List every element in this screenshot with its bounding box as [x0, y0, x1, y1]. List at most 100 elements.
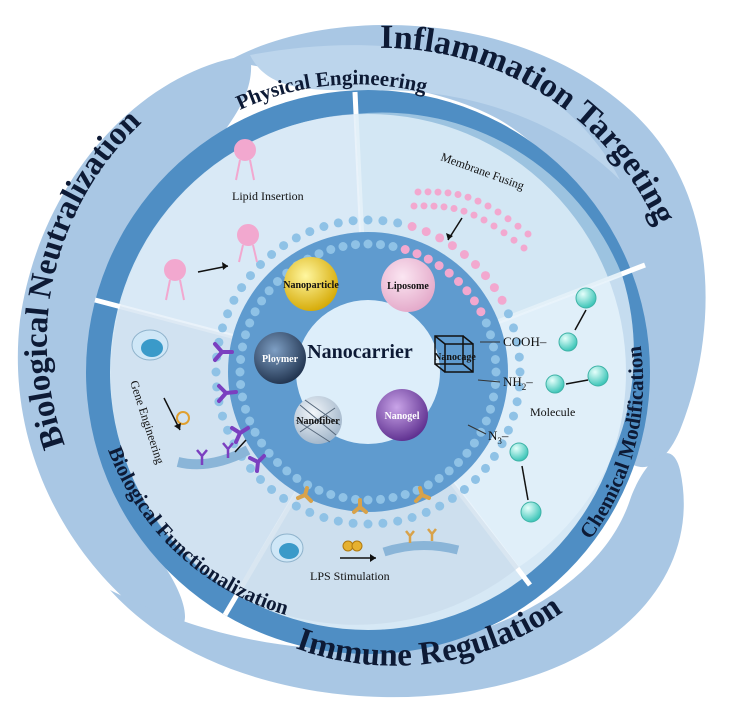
nanofiber-label: Nanofiber	[296, 416, 340, 427]
lipid-head	[314, 485, 324, 495]
lipid-head	[291, 233, 301, 243]
lipid-head	[434, 473, 444, 483]
lipid-head	[319, 513, 329, 522]
membrane-lipid-head	[510, 236, 518, 244]
lipid-head	[282, 466, 292, 476]
lipid-head	[338, 493, 348, 502]
lipid-head	[476, 427, 486, 437]
lipid-head	[246, 271, 255, 281]
lipid-head	[211, 367, 221, 377]
lipid-head	[421, 507, 431, 517]
n3-label: N3–	[488, 428, 509, 446]
membrane-lipid-head	[500, 229, 508, 237]
nanogel-icon	[376, 389, 428, 441]
molecule-spheres	[509, 287, 609, 523]
lipid-head	[305, 227, 315, 237]
chemical-groups: COOH– NH2– N3–	[488, 334, 547, 446]
nanofiber-icon	[294, 396, 342, 444]
membrane-lipid-head	[514, 222, 522, 230]
lipid-head	[256, 475, 265, 484]
lipid-head	[236, 380, 246, 389]
receptor-icons	[213, 342, 266, 473]
lps-stimulation-label: LPS Stimulation	[310, 569, 390, 583]
lipid-head	[338, 242, 348, 251]
lipid-head	[489, 451, 499, 461]
lipid-head	[462, 448, 472, 458]
lipid-head	[376, 240, 385, 250]
lipid-head	[400, 490, 410, 499]
lipid-head	[503, 309, 513, 319]
cooh-label: COOH–	[503, 334, 547, 349]
lipid-head	[326, 490, 336, 499]
gene-arrow-2	[234, 439, 247, 453]
lipid-head	[400, 245, 410, 254]
lipid-head	[363, 519, 373, 529]
membrane-lipid-head	[410, 202, 418, 210]
lipid-head	[447, 493, 457, 503]
nanocarrier-items: Nanoparticle Liposome Ploymer Nanocage N…	[254, 257, 476, 444]
membrane-lipid-head	[490, 222, 498, 230]
lipid-head	[454, 277, 463, 286]
lipid-head	[267, 250, 277, 259]
nh2-label: NH2–	[503, 374, 533, 392]
lipid-head	[509, 411, 518, 421]
membrane-lipid-head	[504, 215, 512, 223]
lipid-head	[250, 427, 260, 437]
lipid-head	[407, 513, 417, 522]
receptor-icons-small	[196, 442, 234, 465]
gene-arrow-head	[174, 423, 181, 430]
lipid-head	[423, 254, 433, 264]
lipid-head	[444, 466, 454, 476]
lipid-head	[497, 295, 507, 305]
lipid-head	[238, 392, 247, 402]
molecule-arrows	[521, 309, 589, 501]
lipid-head	[486, 404, 495, 414]
lipid-head	[267, 485, 277, 494]
lipid-arrow-head	[222, 262, 228, 270]
lps-membrane-receptors	[405, 528, 437, 543]
lps-membrane-icon	[382, 540, 460, 557]
lipid-head	[421, 227, 431, 237]
lipid-head	[363, 495, 373, 505]
nanocage-icon	[434, 335, 474, 373]
lipid-head	[229, 295, 239, 305]
lps-arrow-head	[370, 554, 376, 562]
outer-ring-blobs	[17, 25, 706, 698]
lipid-head	[273, 458, 282, 467]
lipid-insertion-label: Lipid Insertion	[232, 189, 304, 203]
lipid-head	[245, 416, 255, 426]
lipid-head	[223, 309, 233, 319]
lipid-head	[363, 239, 373, 249]
polymer-icon	[254, 332, 306, 384]
lipid-head	[326, 245, 336, 254]
membrane-lipid-head	[484, 202, 492, 210]
membrane-lipid-head	[454, 191, 462, 198]
cell-icon-1	[131, 329, 169, 361]
liposome-label: Liposome	[387, 281, 429, 292]
membrane-lipid-head	[480, 216, 488, 224]
lipid-head	[376, 494, 385, 504]
lipid-head	[407, 222, 417, 231]
lipid-head	[245, 318, 255, 328]
nanoparticle-icon	[284, 257, 338, 311]
lipid-head	[481, 271, 490, 281]
lipid-head	[435, 233, 445, 243]
membrane-lipid-head	[414, 188, 422, 196]
lipid-head	[459, 250, 469, 259]
lipid-head	[363, 215, 373, 225]
lipid-head	[514, 382, 524, 392]
lipid-head	[333, 516, 343, 526]
lipid-head	[291, 501, 301, 511]
lipid-head	[351, 240, 360, 250]
lipid-head	[241, 404, 250, 414]
lipid-head	[454, 458, 463, 467]
lipid-head	[469, 296, 479, 306]
lipid-head	[237, 283, 247, 293]
lipid-head	[471, 475, 480, 484]
membrane-lipid-head	[470, 211, 478, 219]
membrane-lipid-head	[450, 205, 458, 212]
membrane-patch-icon	[410, 188, 532, 252]
nanocarrier-title: Nanocarrier	[307, 341, 413, 363]
membrane-lipid-head	[424, 188, 432, 196]
